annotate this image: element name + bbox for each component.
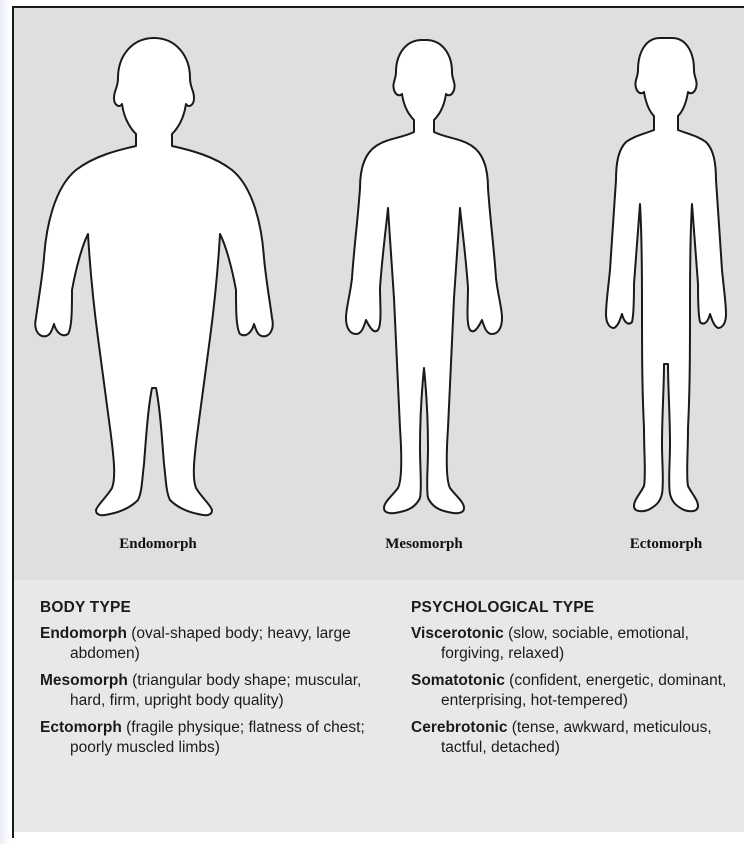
ectomorph-silhouette bbox=[606, 38, 726, 511]
body-type-entry: Ectomorph (fragile physique; flatness of… bbox=[40, 718, 380, 758]
body-type-entry: Endomorph (oval-shaped body; heavy, larg… bbox=[40, 624, 380, 664]
left-margin-strip bbox=[0, 0, 10, 844]
body-type-heading: BODY TYPE bbox=[40, 598, 380, 618]
body-type-illustration bbox=[14, 8, 744, 580]
entry-term: Ectomorph bbox=[40, 719, 122, 736]
psych-type-entry: Viscerotonic (slow, sociable, emotional,… bbox=[411, 624, 741, 664]
mesomorph-silhouette bbox=[346, 40, 502, 513]
entry-term: Cerebrotonic bbox=[411, 719, 507, 736]
body-type-entry: Mesomorph (triangular body shape; muscul… bbox=[40, 671, 380, 711]
endomorph-label: Endomorph bbox=[119, 536, 197, 553]
entry-term: Somatotonic bbox=[411, 672, 505, 689]
entry-term: Viscerotonic bbox=[411, 625, 504, 642]
entry-term: Endomorph bbox=[40, 625, 127, 642]
body-type-column: BODY TYPE Endomorph (oval-shaped body; h… bbox=[40, 598, 380, 765]
entry-term: Mesomorph bbox=[40, 672, 128, 689]
ectomorph-label: Ectomorph bbox=[630, 536, 703, 553]
psychological-type-heading: PSYCHOLOGICAL TYPE bbox=[411, 598, 741, 618]
psychological-type-column: PSYCHOLOGICAL TYPE Viscerotonic (slow, s… bbox=[411, 598, 741, 765]
psych-type-entry: Somatotonic (confident, energetic, domin… bbox=[411, 671, 741, 711]
mesomorph-label: Mesomorph bbox=[385, 536, 463, 553]
endomorph-silhouette bbox=[35, 38, 273, 515]
psych-type-entry: Cerebrotonic (tense, awkward, meticulous… bbox=[411, 718, 741, 758]
